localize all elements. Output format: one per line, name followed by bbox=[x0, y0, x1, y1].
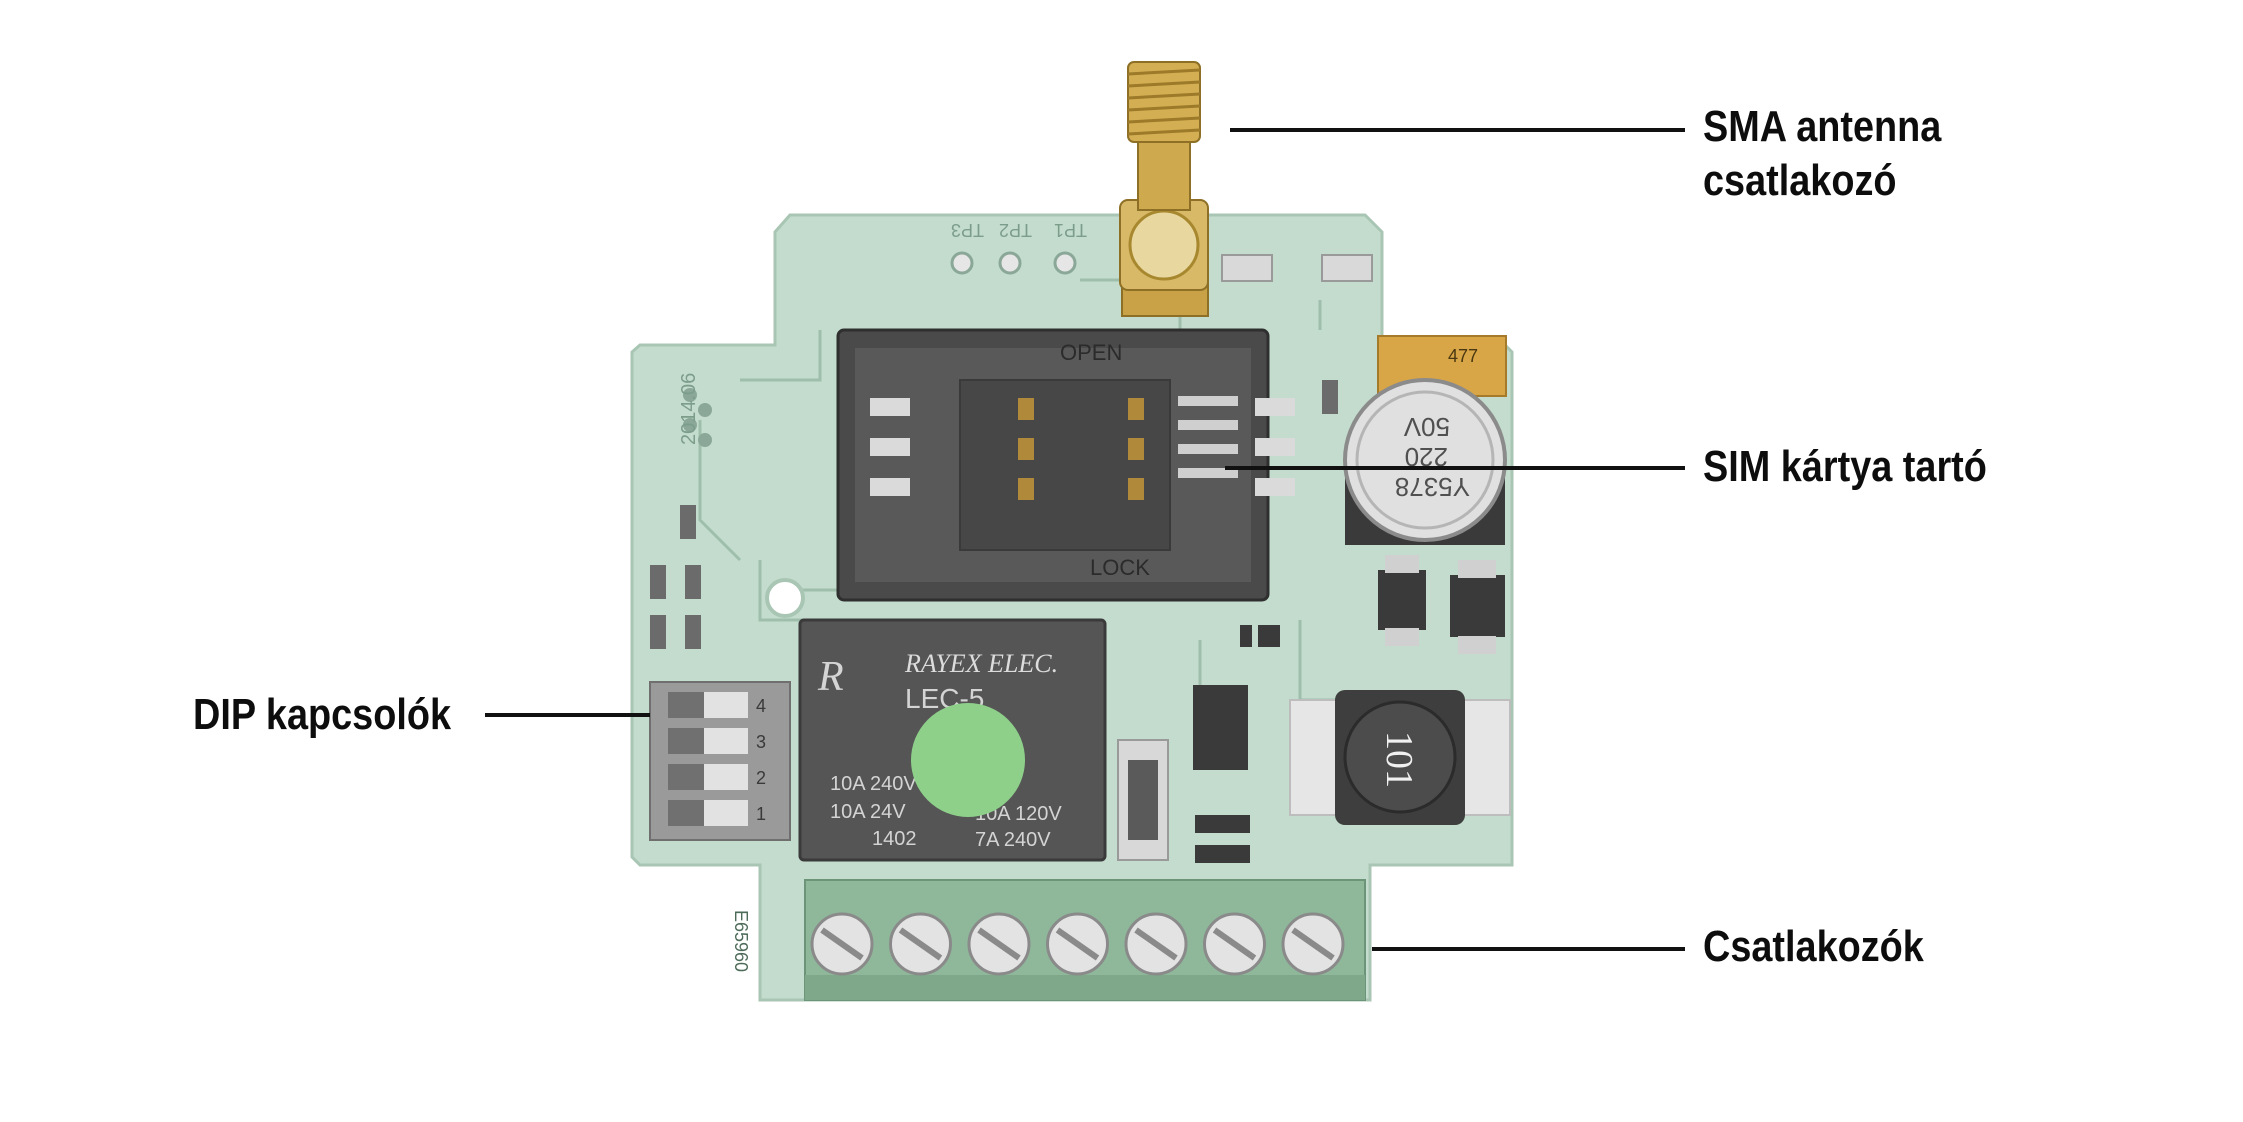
power-inductor: 101 bbox=[1289, 690, 1511, 825]
relay-code: 1402 bbox=[872, 828, 917, 850]
relay-rating: 7A 240V bbox=[975, 829, 1051, 851]
sim-leader-line bbox=[1225, 466, 1685, 470]
dip-callout-line: DIP kapcsolók bbox=[193, 690, 451, 739]
tantalum-value: 477 bbox=[1448, 346, 1478, 366]
test-point-pads bbox=[950, 251, 1077, 275]
relay-module: RAYEX ELEC. LEC-5 R 10A 240V 10A 24V 10A… bbox=[798, 618, 1107, 862]
terminal-screw bbox=[1124, 912, 1188, 976]
inductor-value: 101 bbox=[1378, 731, 1420, 788]
terminal-screw bbox=[1281, 912, 1345, 976]
pcb-code-label: E65960 bbox=[731, 910, 751, 972]
dip-number: 2 bbox=[756, 768, 766, 788]
dip-leader-line bbox=[485, 713, 650, 717]
test-point-label: TP1 bbox=[1054, 220, 1087, 240]
relay-brand: RAYEX ELEC. bbox=[904, 649, 1058, 678]
smd-diodes bbox=[1378, 555, 1505, 654]
terminal-screw bbox=[810, 912, 874, 976]
relay-sticker bbox=[911, 703, 1025, 817]
sim-lock-label: LOCK bbox=[1090, 555, 1150, 580]
connectors-callout: Csatlakozók bbox=[1703, 920, 1924, 974]
dip-switch-block: 4 3 2 1 bbox=[649, 681, 791, 841]
relay-logo: R bbox=[817, 654, 844, 700]
test-point-labels: TP3 TP2 TP1 bbox=[951, 220, 1087, 240]
dip-number: 3 bbox=[756, 732, 766, 752]
test-point-label: TP3 bbox=[951, 220, 984, 240]
relay-rating: 10A 240V bbox=[830, 773, 917, 795]
antenna-callout: SMA antenna csatlakozó bbox=[1703, 100, 1941, 208]
sim-callout-line: SIM kártya tartó bbox=[1703, 442, 1987, 491]
connectors-callout-line: Csatlakozók bbox=[1703, 922, 1924, 971]
relay-rating: 10A 24V bbox=[830, 801, 906, 823]
dip-number: 1 bbox=[756, 804, 766, 824]
pcb-date-label: 2014.06 bbox=[678, 373, 700, 445]
terminal-screw bbox=[889, 912, 952, 976]
sma-antenna-connector bbox=[1119, 61, 1209, 317]
antenna-callout-line-1: SMA antenna bbox=[1703, 102, 1942, 151]
sim-card-holder: OPEN LOCK bbox=[836, 328, 1295, 602]
solder-pad bbox=[1221, 254, 1273, 282]
sim-callout: SIM kártya tartó bbox=[1703, 440, 1987, 494]
test-point-label: TP2 bbox=[999, 220, 1032, 240]
terminal-screw bbox=[967, 912, 1031, 976]
mounting-hole bbox=[765, 578, 805, 618]
antenna-callout-line-2: csatlakozó bbox=[1703, 156, 1897, 205]
dip-number: 4 bbox=[756, 696, 766, 716]
sim-open-label: OPEN bbox=[1060, 340, 1122, 365]
dip-callout: DIP kapcsolók bbox=[193, 688, 451, 742]
connectors-leader-line bbox=[1372, 947, 1685, 951]
terminal-block bbox=[804, 879, 1366, 1001]
electrolytic-capacitor: Y5378 220 50V bbox=[1343, 378, 1507, 545]
smd-components bbox=[650, 380, 1338, 863]
solder-pad bbox=[1321, 254, 1373, 282]
antenna-leader-line bbox=[1230, 128, 1685, 132]
terminal-screw bbox=[1203, 912, 1266, 976]
capacitor-line: 50V bbox=[1403, 412, 1450, 442]
capacitor-line: Y5378 bbox=[1395, 472, 1470, 502]
terminal-screw bbox=[1046, 912, 1109, 976]
